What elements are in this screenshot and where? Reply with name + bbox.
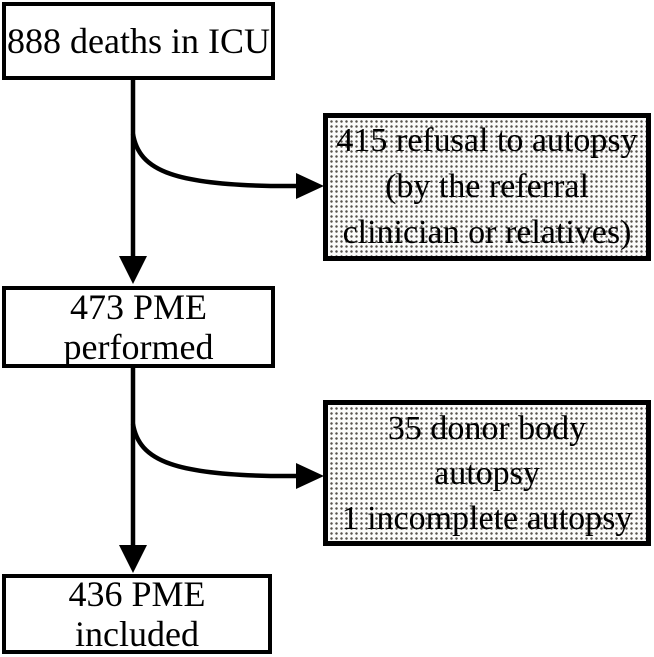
- node-refusal-line-2: (by the referral: [385, 168, 589, 205]
- node-deaths-in-icu-label: 888 deaths in ICU: [7, 21, 270, 61]
- node-deaths-in-icu: 888 deaths in ICU: [2, 2, 275, 80]
- arrow-performed-to-included-head-icon: [119, 545, 147, 573]
- node-pme-performed-line-2: performed: [63, 327, 214, 367]
- node-donor-line-3: 1 incomplete autopsy: [341, 499, 633, 537]
- node-pme-performed: 473 PME performed: [2, 286, 275, 368]
- node-refusal-to-autopsy: 415 refusal to autopsy (by the referral …: [323, 113, 651, 261]
- node-pme-included-line-1: 436 PME: [68, 574, 206, 614]
- arrow-to-donor-curve: [130, 423, 299, 479]
- node-pme-included: 436 PME included: [2, 574, 272, 654]
- node-donor-line-2: autopsy: [434, 454, 540, 492]
- arrow-to-refusal-head-icon: [296, 173, 324, 199]
- node-pme-included-line-2: included: [75, 614, 199, 654]
- arrow-to-refusal-curve: [130, 133, 299, 189]
- node-refusal-line-3: clinician or relatives): [342, 214, 632, 251]
- node-pme-performed-line-1: 473 PME: [69, 287, 208, 327]
- arrow-to-donor-head-icon: [296, 463, 324, 489]
- node-donor-line-1: 35 donor body: [387, 409, 587, 447]
- node-donor-body-autopsy: 35 donor body autopsy 1 incomplete autop…: [323, 400, 651, 546]
- arrow-deaths-to-performed-head-icon: [119, 256, 147, 284]
- node-refusal-line-1: 415 refusal to autopsy: [336, 122, 638, 159]
